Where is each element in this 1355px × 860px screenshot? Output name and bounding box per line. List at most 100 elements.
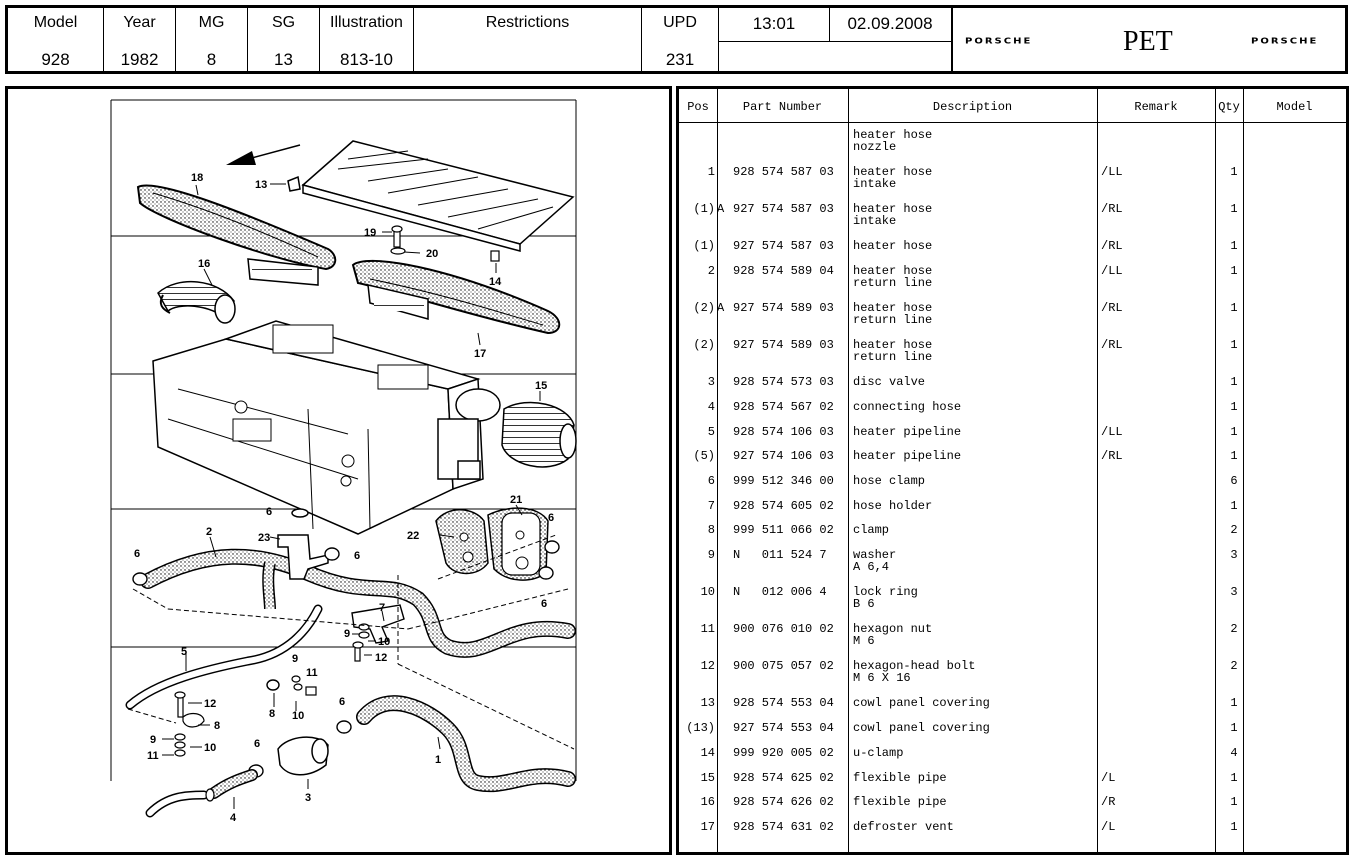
description-cell-line2: M 6 <box>853 634 875 648</box>
column-header-model[interactable]: Model <box>1276 100 1313 114</box>
callout-12b: 12 <box>204 698 216 710</box>
description-cell: heater hose <box>853 128 933 142</box>
qty-cell: 1 <box>1230 499 1238 513</box>
description-cell: heater pipeline <box>853 449 962 463</box>
callout-6g: 6 <box>254 738 260 750</box>
pos-cell: 10 <box>700 585 715 599</box>
description-cell: heater hose <box>853 301 933 315</box>
header-label: Model <box>33 14 78 31</box>
description-cell-line2: return line <box>853 350 933 364</box>
header-cell-year: Year 1982 <box>104 8 176 71</box>
cowl-panel-drawing <box>287 140 575 252</box>
column-header-part-number[interactable]: Part Number <box>742 100 823 114</box>
remark-cell: /RL <box>1101 449 1123 463</box>
description-cell: hose holder <box>853 499 933 513</box>
callout-1: 1 <box>435 754 441 766</box>
description-cell: disc valve <box>853 375 926 389</box>
pos-cell: 9 <box>707 548 715 562</box>
header-value: 13 <box>274 50 293 69</box>
qty-cell: 1 <box>1230 264 1238 278</box>
remark-cell: /L <box>1101 820 1116 834</box>
header-label: Year <box>123 14 156 31</box>
description-cell: heater hose <box>853 165 933 179</box>
porsche-logo-left: PORSCHE <box>965 37 1033 46</box>
header-value: 231 <box>665 50 695 69</box>
pos-cell: 3 <box>707 375 715 389</box>
callout-10b: 10 <box>292 710 304 722</box>
header-bar: Model 928 Year 1982 MG 8 SG 13 Illustrat… <box>5 5 1348 74</box>
part-number-cell: 928 574 626 02 <box>733 795 834 809</box>
porsche-logo-right: PORSCHE <box>1251 37 1319 46</box>
column-header-pos[interactable]: Pos <box>687 100 709 114</box>
header-label: Restrictions <box>485 14 570 31</box>
part-number-cell: N 011 524 7 <box>733 548 827 562</box>
header-value: 1982 <box>120 50 159 69</box>
callout-22: 22 <box>407 530 419 542</box>
part-number-cell: 927 574 106 03 <box>733 449 834 463</box>
description-cell: hexagon nut <box>853 622 933 636</box>
qty-cell: 1 <box>1230 202 1238 216</box>
pos-cell: 13 <box>700 696 715 710</box>
column-header-qty[interactable]: Qty <box>1218 100 1240 114</box>
qty-cell: 1 <box>1230 795 1238 809</box>
callout-19: 19 <box>364 227 376 239</box>
qty-cell: 1 <box>1230 338 1238 352</box>
remark-cell: /LL <box>1101 425 1123 439</box>
description-cell-line2: A 6,4 <box>853 560 890 574</box>
part-number-cell: 900 076 010 02 <box>733 622 834 636</box>
pos-cell: (5) <box>693 449 715 463</box>
description-cell-line2: return line <box>853 276 933 290</box>
remark-cell: /RL <box>1101 301 1123 315</box>
description-cell-line2: return line <box>853 313 933 327</box>
heater-hose-1-drawing <box>356 695 576 793</box>
callout-13: 13 <box>255 179 267 191</box>
callout-12: 12 <box>375 652 387 664</box>
pos-cell: 5 <box>707 425 715 439</box>
description-cell-line2: intake <box>853 177 897 191</box>
callout-23: 23 <box>258 532 270 544</box>
remark-cell: /RL <box>1101 338 1123 352</box>
callout-17: 17 <box>474 348 486 360</box>
disc-valve-3-drawing <box>277 736 329 776</box>
callout-labels: 18 13 19 20 14 16 17 15 21 22 23 6 2 6 6… <box>134 172 554 824</box>
column-header-remark[interactable]: Remark <box>1134 100 1178 114</box>
qty-cell: 1 <box>1230 239 1238 253</box>
description-cell-line2: B 6 <box>853 597 875 611</box>
pos-cell: 14 <box>700 746 715 760</box>
pos-cell: (13) <box>686 721 715 735</box>
callout-5: 5 <box>181 646 187 658</box>
heater-pipeline-5-drawing <box>125 604 323 710</box>
remark-cell: /LL <box>1101 264 1123 278</box>
description-cell: heater hose <box>853 338 933 352</box>
description-cell: heater pipeline <box>853 425 962 439</box>
qty-cell: 1 <box>1230 165 1238 179</box>
pos-cell: 7 <box>707 499 715 513</box>
qty-cell: 4 <box>1230 746 1238 760</box>
pos-cell: 12 <box>700 659 715 673</box>
callout-8: 8 <box>269 708 275 720</box>
heater-hose-2-drawing <box>140 548 576 658</box>
part-number-cell: 928 574 631 02 <box>733 820 834 834</box>
part-number-cell: 927 574 587 03 <box>733 239 834 253</box>
callout-3: 3 <box>305 792 311 804</box>
callout-9b: 9 <box>292 653 298 665</box>
description-cell-line2: M 6 X 16 <box>853 671 911 685</box>
parts-table: Pos Part Number Description Remark Qty M… <box>676 86 1349 855</box>
description-cell-line2: intake <box>853 214 897 228</box>
part-number-cell: 927 574 589 03 <box>733 301 834 315</box>
time-display: 13:01 <box>752 14 796 33</box>
part-number-cell: 927 574 553 04 <box>733 721 834 735</box>
part-number-cell: N 012 006 4 <box>733 585 827 599</box>
qty-cell: 2 <box>1230 523 1238 537</box>
qty-cell: 1 <box>1230 820 1238 834</box>
qty-cell: 3 <box>1230 585 1238 599</box>
description-cell: washer <box>853 548 897 562</box>
pos-cell: 17 <box>700 820 715 834</box>
qty-cell: 1 <box>1230 721 1238 735</box>
column-header-description[interactable]: Description <box>932 100 1013 114</box>
qty-cell: 1 <box>1230 400 1238 414</box>
alt-flag-cell: A <box>717 301 725 315</box>
pos-cell: 16 <box>700 795 715 809</box>
header-value: 928 <box>41 50 70 69</box>
illustration-panel: 18 13 19 20 14 16 17 15 21 22 23 6 2 6 6… <box>5 86 672 855</box>
